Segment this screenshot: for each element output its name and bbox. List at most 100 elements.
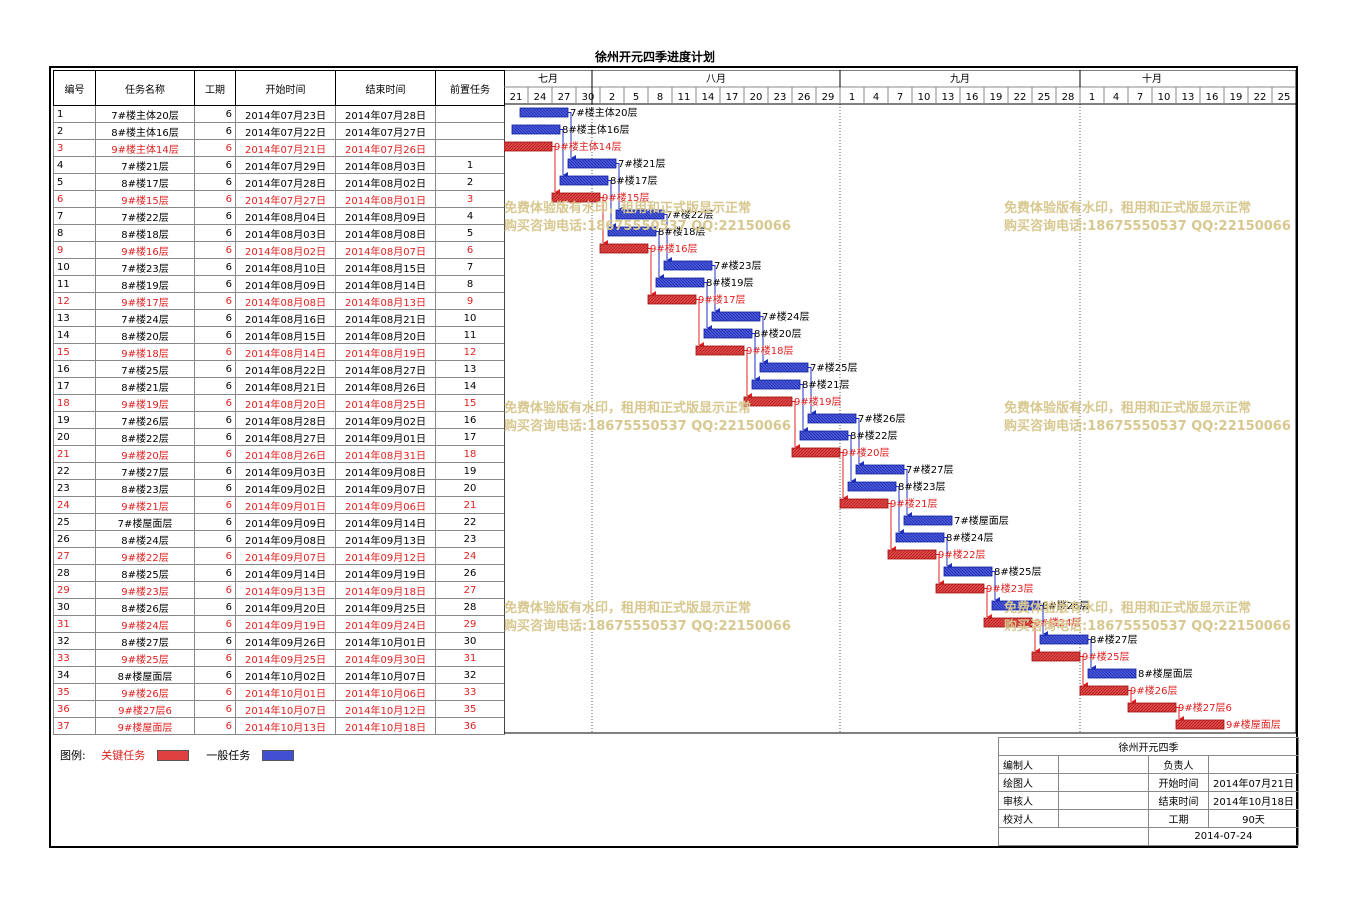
cell-predecessor: 19: [435, 462, 505, 480]
cell-id: 35: [53, 683, 96, 701]
chart-border: [504, 70, 1296, 734]
cell-end: 2014年08月07日: [335, 241, 436, 259]
cell-id: 16: [53, 360, 96, 378]
cell-end: 2014年08月26日: [335, 377, 436, 395]
cell-end: 2014年09月12日: [335, 547, 436, 565]
cell-start: 2014年08月03日: [235, 224, 336, 242]
info-end-label: 结束时间: [1148, 791, 1209, 810]
cell-predecessor: 22: [435, 513, 505, 531]
col-header-predecessor: 前置任务: [435, 70, 505, 106]
critical-task-bar: [647, 294, 697, 305]
legend-critical-swatch: [156, 749, 189, 761]
cell-predecessor: 32: [435, 666, 505, 684]
tick-label: 29: [822, 92, 835, 103]
col-header-start: 开始时间: [235, 70, 336, 106]
task-bar: [847, 481, 897, 492]
task-bar: [943, 566, 993, 577]
cell-start: 2014年08月27日: [235, 428, 336, 446]
cell-predecessor: 35: [435, 700, 505, 718]
tick-label: 24: [534, 92, 547, 103]
cell-id: 25: [53, 513, 96, 531]
task-bar-label: 7#楼22层: [666, 208, 713, 221]
cell-predecessor: 20: [435, 479, 505, 497]
task-bar-label: 8#楼23层: [898, 480, 945, 493]
cell-id: 8: [53, 224, 96, 242]
cell-id: 9: [53, 241, 96, 259]
cell-end: 2014年07月28日: [335, 105, 436, 123]
cell-predecessor: 33: [435, 683, 505, 701]
critical-task-bar: [935, 583, 985, 594]
tick-label: 13: [942, 92, 955, 103]
cell-end: 2014年08月20日: [335, 326, 436, 344]
cell-predecessor: 21: [435, 496, 505, 514]
cell-duration: 6: [194, 479, 236, 497]
info-drawer-label: 绘图人: [998, 773, 1059, 792]
dependency-arrow: [648, 248, 656, 297]
cell-predecessor: 36: [435, 717, 505, 735]
dependency-arrow: [552, 146, 560, 195]
cell-end: 2014年08月25日: [335, 394, 436, 412]
cell-end: 2014年09月14日: [335, 513, 436, 531]
task-bar-label: 7#楼主体20层: [570, 106, 637, 119]
info-editor-label: 编制人: [998, 755, 1059, 774]
cell-duration: 6: [194, 717, 236, 735]
tick-label: 25: [1038, 92, 1051, 103]
task-bar-label: 8#楼18层: [658, 225, 705, 238]
task-bar-label: 8#楼24层: [946, 531, 993, 544]
cell-end: 2014年08月01日: [335, 190, 436, 208]
legend-normal-swatch: [261, 749, 294, 761]
cell-id: 21: [53, 445, 96, 463]
cell-duration: 6: [194, 207, 236, 225]
cell-id: 29: [53, 581, 96, 599]
cell-id: 2: [53, 122, 96, 140]
cell-duration: 6: [194, 258, 236, 276]
dependency-arrow: [656, 231, 664, 280]
cell-predecessor: [435, 139, 505, 157]
dependency-arrow: [616, 163, 624, 212]
dependency-arrow: [856, 418, 864, 467]
task-bar: [991, 600, 1041, 611]
task-bar-label: 9#楼20层: [842, 446, 889, 459]
tick-label: 23: [774, 92, 787, 103]
cell-id: 17: [53, 377, 96, 395]
cell-duration: 6: [194, 292, 236, 310]
tick-label: 2: [609, 92, 615, 103]
cell-end: 2014年09月25日: [335, 598, 436, 616]
cell-id: 7: [53, 207, 96, 225]
cell-start: 2014年10月13日: [235, 717, 336, 735]
cell-predecessor: 9: [435, 292, 505, 310]
cell-start: 2014年08月02日: [235, 241, 336, 259]
cell-name: 9#楼19层: [95, 394, 195, 412]
cell-duration: 6: [194, 377, 236, 395]
task-bar-label: 8#楼屋面层: [1138, 667, 1193, 680]
cell-duration: 6: [194, 105, 236, 123]
task-bar-label: 8#楼主体16层: [562, 123, 629, 136]
task-bar-label: 9#楼23层: [986, 582, 1033, 595]
info-start-value: 2014年07月21日: [1208, 773, 1299, 792]
dependency-arrow: [904, 469, 912, 518]
task-bar: [1039, 634, 1089, 645]
cell-duration: 6: [194, 224, 236, 242]
critical-task-bar: [1127, 702, 1177, 713]
task-bar-label: 9#楼15层: [602, 191, 649, 204]
cell-duration: 6: [194, 428, 236, 446]
cell-name: 9#楼27层6: [95, 700, 195, 718]
cell-duration: 6: [194, 326, 236, 344]
cell-duration: 6: [194, 683, 236, 701]
cell-start: 2014年10月02日: [235, 666, 336, 684]
critical-task-bar: [695, 345, 745, 356]
cell-predecessor: 28: [435, 598, 505, 616]
info-checker-value: [1058, 809, 1149, 828]
cell-name: 8#楼25层: [95, 564, 195, 582]
dependency-arrow: [608, 180, 616, 229]
cell-predecessor: 5: [435, 224, 505, 242]
cell-id: 28: [53, 564, 96, 582]
info-blank: [998, 827, 1149, 846]
